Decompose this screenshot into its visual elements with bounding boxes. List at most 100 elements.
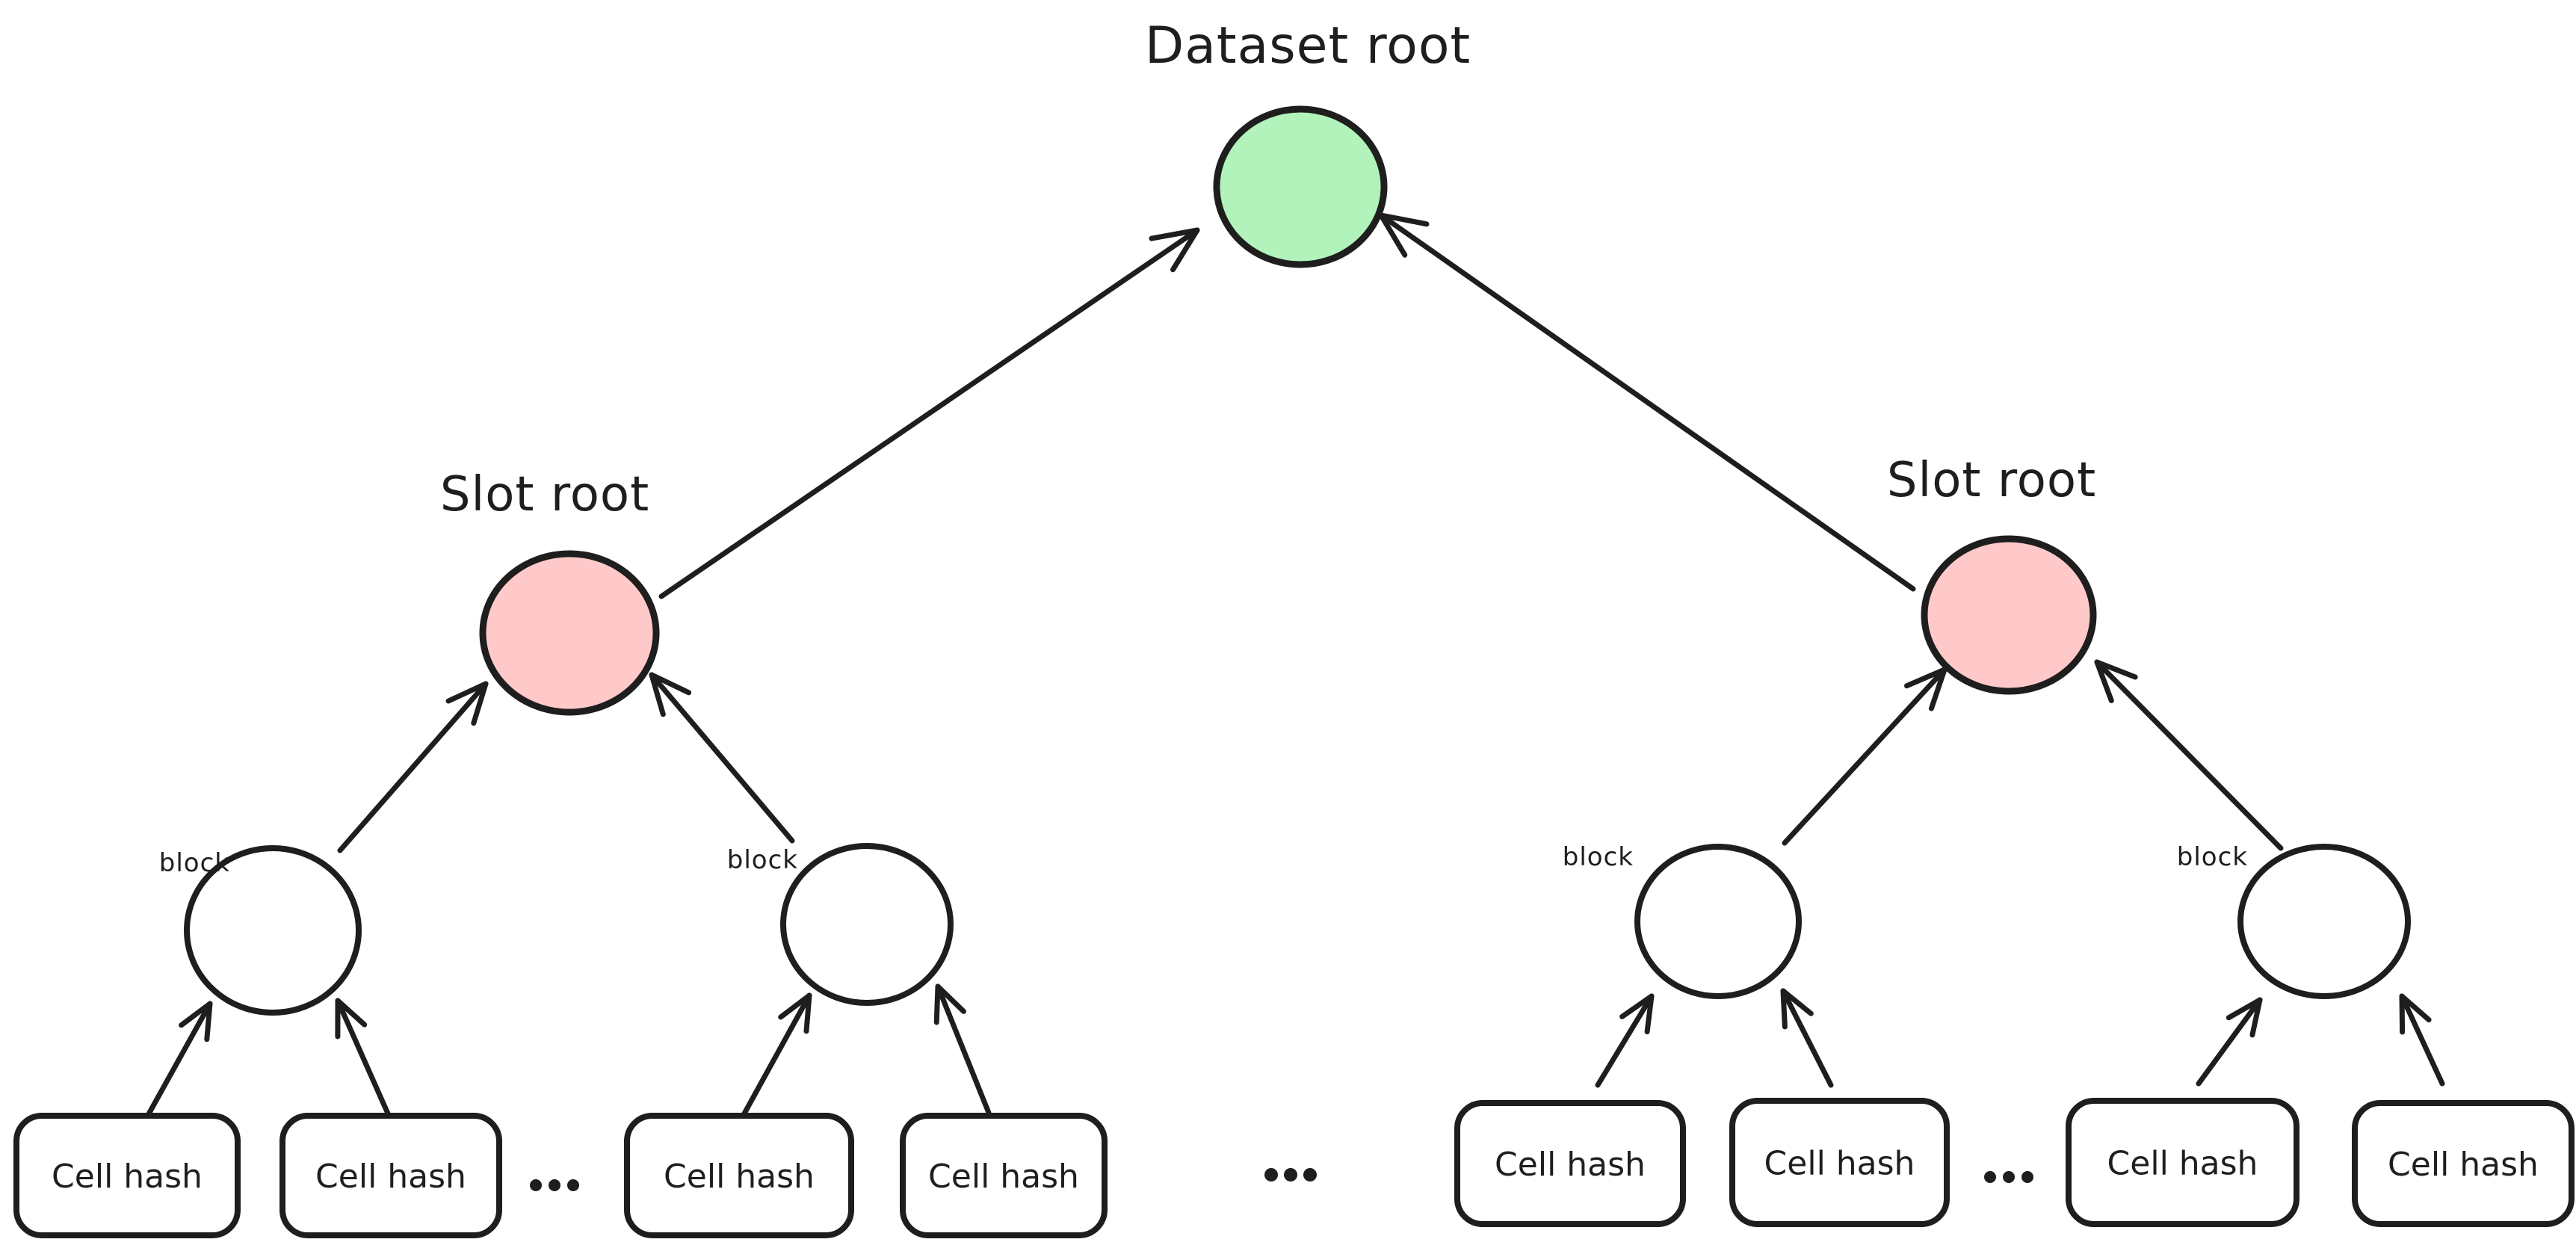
cell-hash-4-shape [900,1113,1108,1238]
arrow-shaft [1782,667,1948,846]
arrow-head-wing [1378,212,1408,258]
slot-root-left-node: Slot root [440,467,660,716]
arrow-head-wing [204,1001,213,1042]
cell-hash-5-node: Cell hash [1454,1100,1686,1227]
edges-layer [143,212,2445,1123]
arrow-head-wing [1904,667,1948,689]
arrow-block-4-to-slot-root-right [2094,659,2284,851]
arrow-head-wing [2399,993,2406,1035]
arrow-shaft [2399,993,2445,1087]
ellipsis-right-dot [1984,1171,1996,1183]
arrow-block-2-to-slot-root-left [649,672,795,844]
block-3-node: block [1563,842,1802,999]
block-4-node: block [2177,842,2411,999]
arrow-head-wing [2094,659,2138,680]
cell-hash-1-shape [13,1113,241,1238]
dataset-root-shape [1213,105,1388,268]
cell-hash-7-label: Cell hash [2107,1145,2258,1183]
slot-root-right-label: Slot root [1887,453,2096,508]
arrow-shaft [2094,659,2284,851]
cell-hash-7-shape [2066,1098,2299,1227]
arrow-head-wing [778,992,812,1020]
ellipsis-left-dot [567,1179,579,1191]
arrow-head-wing [649,672,666,717]
ellipsis-center [1264,1168,1317,1182]
dataset-root-label: Dataset root [1145,16,1471,75]
cell-hash-5-label: Cell hash [1495,1146,1646,1184]
arrow-head-wing [2399,993,2432,1023]
arrow-shaft [337,681,489,853]
arrow-slot-root-right-to-dataset-root [1378,212,1916,592]
cell-hash-3-label: Cell hash [664,1158,815,1196]
cell-hash-8-shape [2352,1100,2575,1227]
cell-hash-1-node: Cell hash [13,1113,241,1238]
arrow-shaft [1378,212,1916,592]
cell-hash-6-label: Cell hash [1764,1145,1915,1183]
arrow-cell-hash-8-to-block-4 [2399,993,2445,1087]
block-2-shape [780,843,954,1006]
cell-hash-7-node: Cell hash [2066,1098,2299,1227]
ellipsis-center-dot [1284,1168,1297,1182]
block-3-shape [1634,844,1802,999]
arrow-head-wing [803,992,812,1034]
block-2-label: block [727,845,798,875]
arrow-block-1-to-slot-root-left [337,681,489,853]
ellipsis-right-dot [2003,1171,2015,1183]
block-1-node: block [159,845,362,1016]
arrow-head-wing [179,1001,213,1028]
arrow-head-wing [1619,993,1655,1019]
cell-hash-8-label: Cell hash [2388,1146,2539,1184]
arrow-head-wing [2249,997,2263,1038]
arrow-shaft [935,983,992,1116]
ellipsis-left [530,1179,579,1191]
block-3-label: block [1563,842,1634,872]
cell-hash-4-node: Cell hash [900,1113,1108,1238]
ellipsis-center-dot [1303,1168,1317,1182]
arrow-shaft [1780,988,1834,1088]
arrow-head-wing [471,681,489,726]
slot-root-right-node: Slot root [1887,453,2097,695]
arrow-shaft [649,672,795,844]
arrow-head-wing [335,998,368,1028]
arrow-shaft [143,1001,213,1121]
ellipsis-center-dot [1264,1168,1278,1182]
cell-hash-6-shape [1729,1098,1950,1227]
arrow-shaft [335,998,394,1123]
arrow-cell-hash-5-to-block-3 [1595,993,1655,1088]
arrow-cell-hash-7-to-block-4 [2196,997,2263,1087]
block-2-node: block [727,843,954,1006]
slot-root-left-shape [479,550,660,716]
arrow-block-3-to-slot-root-right [1782,667,1948,846]
arrow-head-wing [1378,212,1430,227]
block-4-shape [2237,844,2411,999]
slot-root-left-label: Slot root [440,467,649,522]
arrow-head-wing [649,672,692,696]
cell-hash-1-label: Cell hash [52,1158,203,1196]
arrow-head-wing [1644,993,1655,1035]
slot-root-right-shape [1921,535,2097,695]
arrow-head-wing [1149,227,1200,241]
block-1-label: block [159,848,230,878]
arrow-head-wing [2226,997,2263,1021]
cell-hash-3-node: Cell hash [624,1113,854,1238]
arrow-cell-hash-6-to-block-3 [1780,988,1834,1088]
arrow-shaft [658,227,1200,599]
arrow-head-wing [1170,227,1200,273]
arrow-head-wing [935,983,966,1014]
block-1-shape [184,845,362,1016]
ellipsis-left-dot [549,1179,560,1191]
arrow-head-wing [2094,659,2114,703]
cell-hash-2-node: Cell hash [279,1113,502,1238]
cell-hash-2-label: Cell hash [315,1158,466,1196]
arrow-cell-hash-1-to-block-1 [143,1001,213,1121]
arrow-shaft [2196,997,2263,1087]
block-4-label: block [2177,842,2248,872]
arrow-head-wing [1780,988,1788,1030]
cell-hash-3-shape [624,1113,854,1238]
arrow-cell-hash-2-to-block-1 [335,998,394,1123]
arrow-head-wing [933,983,941,1025]
dataset-root-node: Dataset root [1145,16,1471,268]
cell-hash-6-node: Cell hash [1729,1098,1950,1227]
